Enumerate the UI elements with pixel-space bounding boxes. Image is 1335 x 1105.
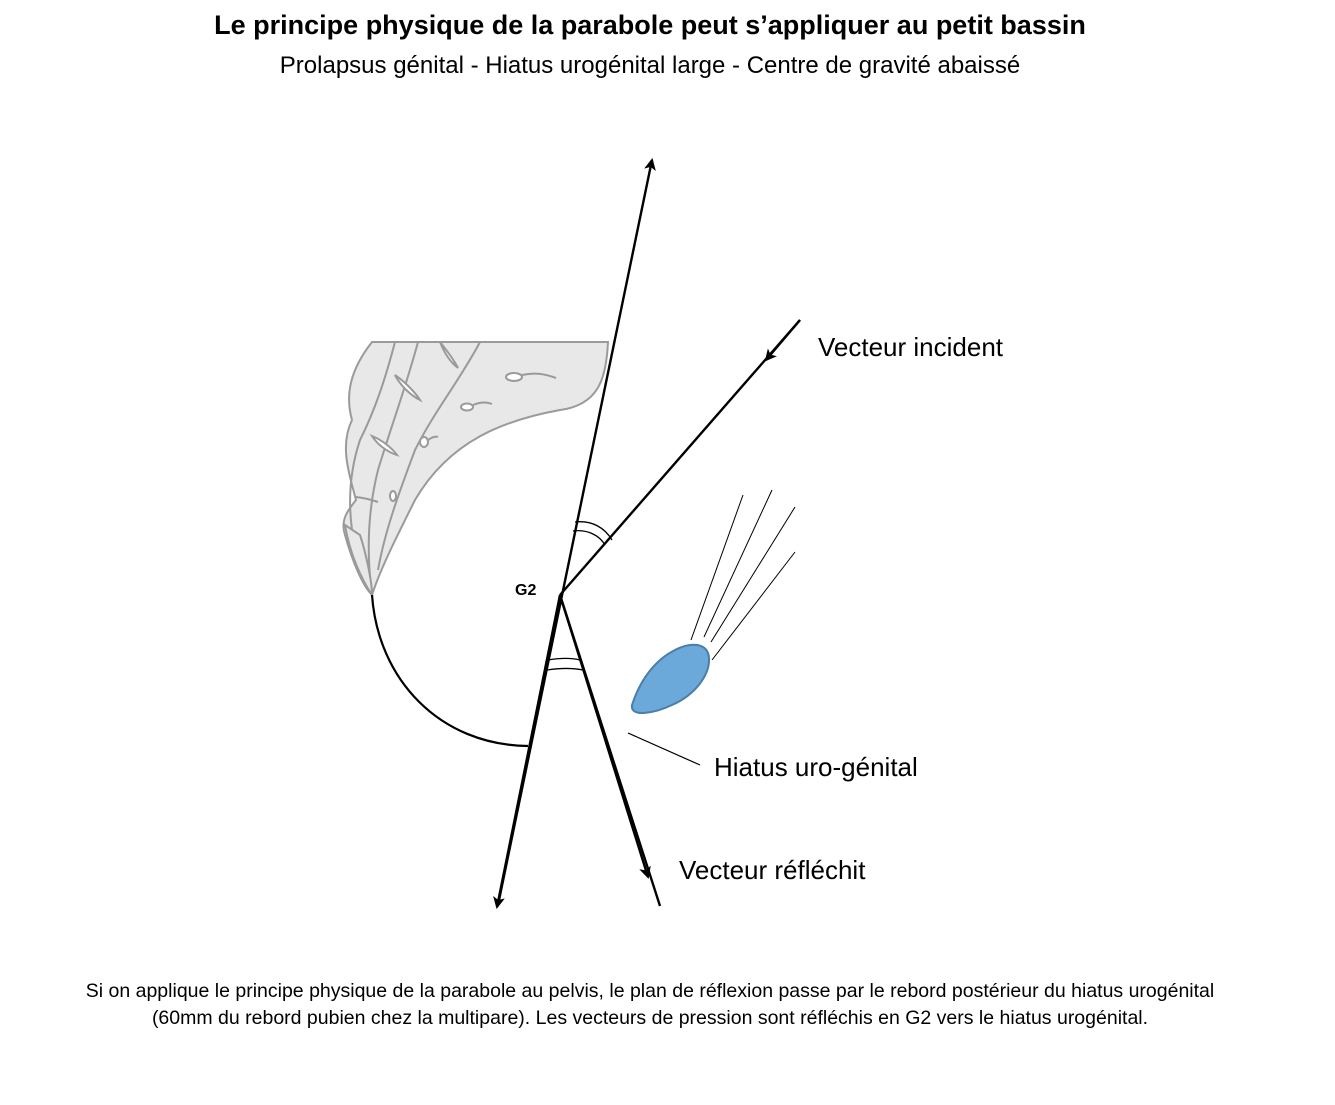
pelvic-curve xyxy=(370,594,529,748)
hiatus-urogenital-shape xyxy=(631,643,711,714)
diagram-subtitle: Prolapsus génital - Hiatus urogénital la… xyxy=(279,52,1021,79)
reflected-vector-arrow xyxy=(558,594,651,879)
hiatus-label: Hiatus uro-génital xyxy=(714,752,918,782)
incident-vector-line xyxy=(559,319,801,596)
reflection-plane-lower-arrow xyxy=(493,594,562,909)
sacrum-illustration xyxy=(342,341,610,599)
incident-vector-arrow xyxy=(764,319,801,362)
pressure-lines xyxy=(690,489,796,661)
reflected-vector-label: Vecteur réfléchit xyxy=(679,855,866,885)
caption-line-1: Si on applique le principe physique de l… xyxy=(85,980,1215,1002)
diagram-caption: Si on applique le principe physique de l… xyxy=(0,978,1300,1032)
diagram-title: Le principe physique de la parabole peut… xyxy=(214,10,1086,40)
incident-vector-label: Vecteur incident xyxy=(818,332,1004,362)
hiatus-leader-line xyxy=(627,732,701,766)
angle-mark-reflected xyxy=(546,657,584,671)
g2-label: G2 xyxy=(515,582,536,599)
angle-mark-incident xyxy=(572,521,613,546)
caption-line-2: (60mm du rebord pubien chez la multipare… xyxy=(151,1007,1149,1029)
